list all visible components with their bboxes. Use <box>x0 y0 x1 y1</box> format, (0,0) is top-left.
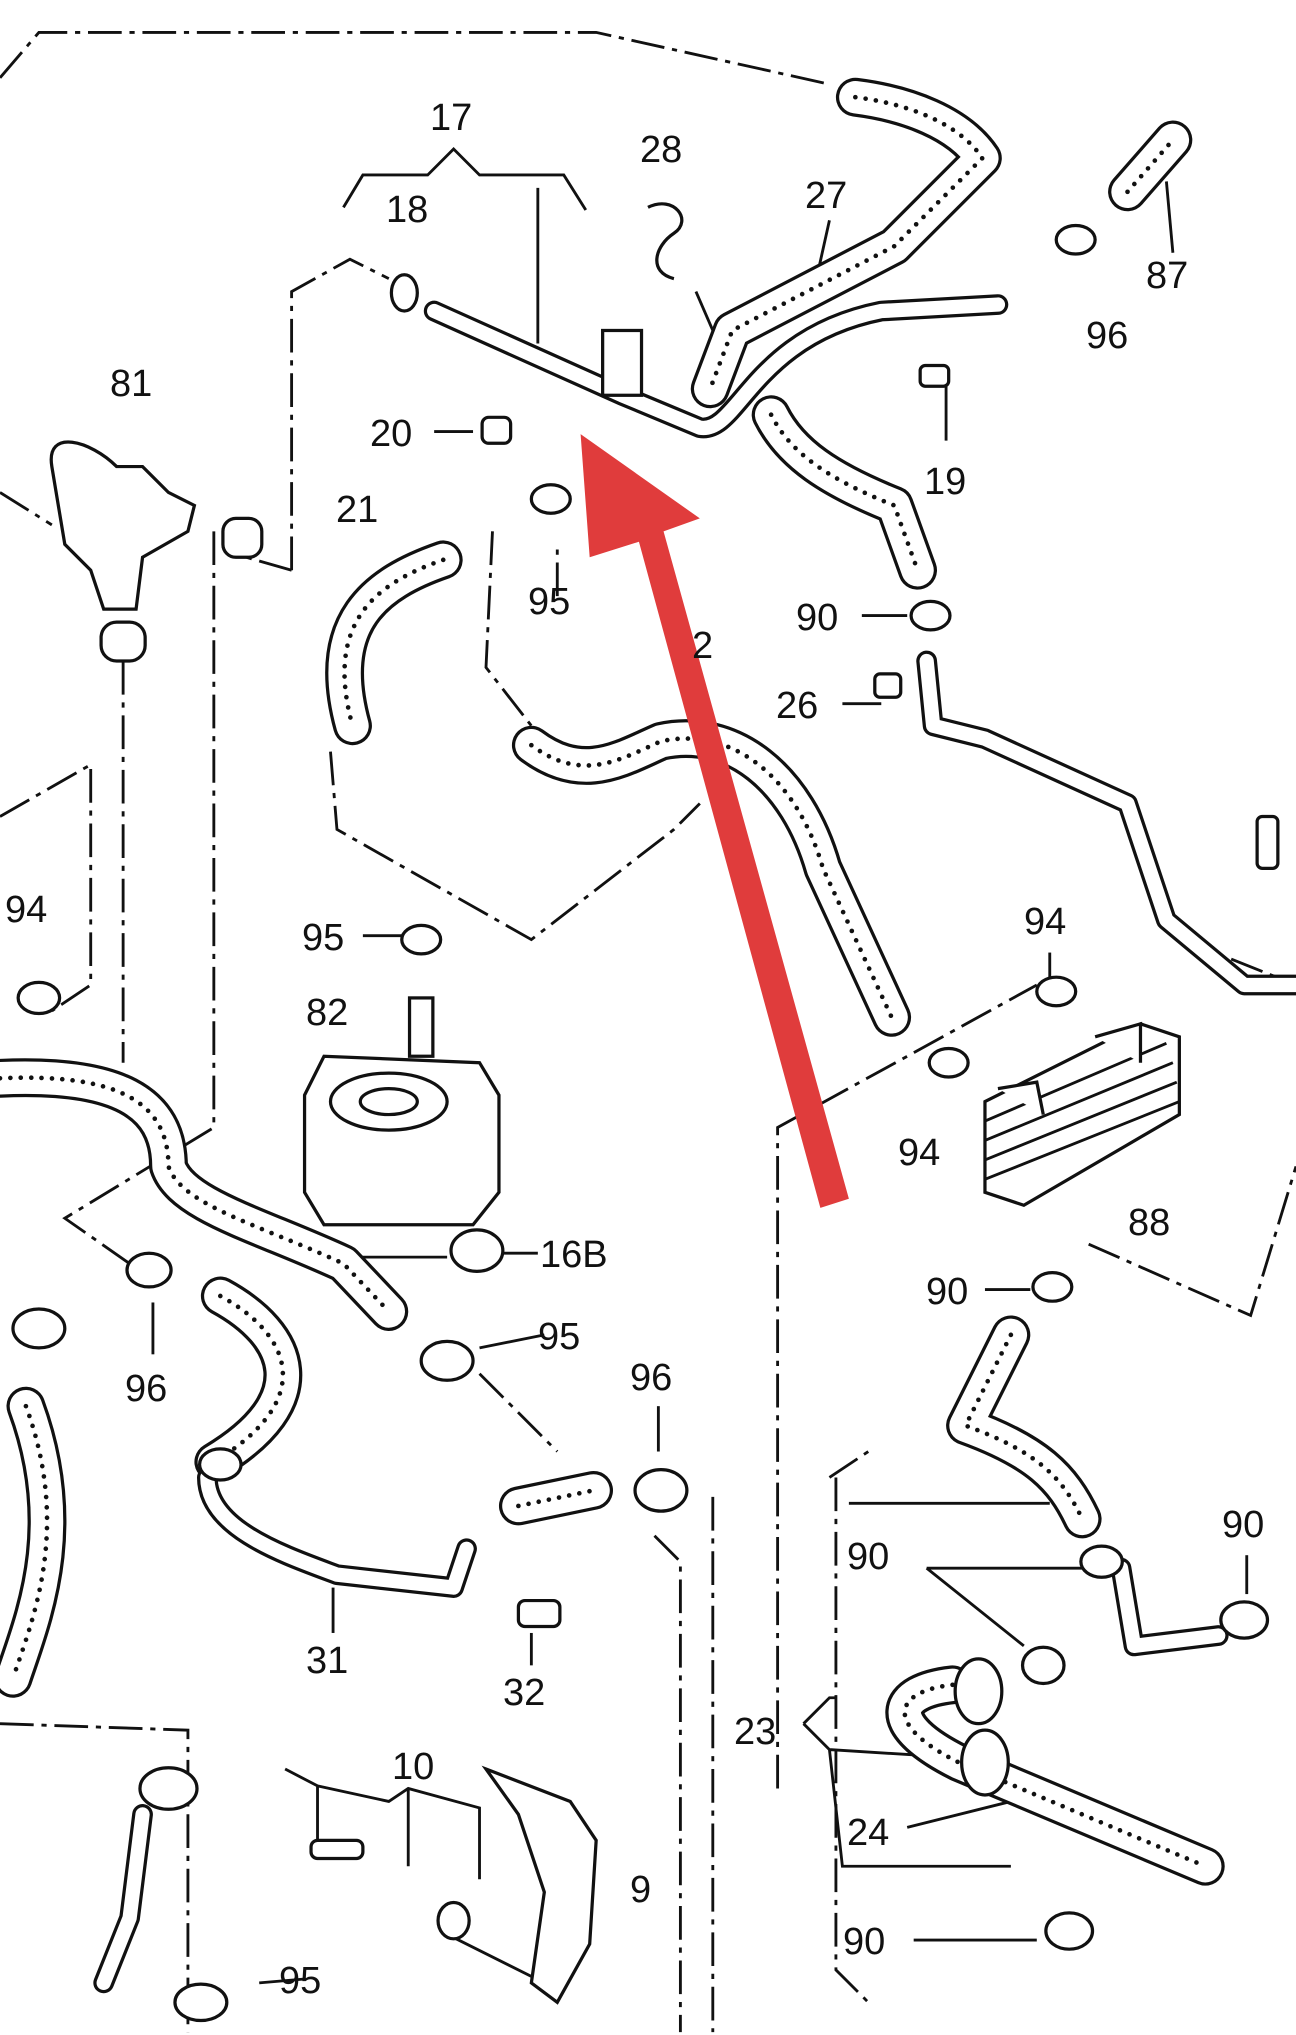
bolt-32 <box>516 1598 562 1629</box>
label-94: 94 <box>898 1132 940 1174</box>
label-10: 10 <box>392 1746 434 1788</box>
hose-24 <box>885 1665 1225 1886</box>
label-19: 19 <box>924 461 966 503</box>
bolt-19 <box>918 363 951 388</box>
bolt-right <box>1255 814 1280 870</box>
label-32: 32 <box>503 1672 545 1714</box>
leader-lines <box>151 147 1249 1985</box>
stub-81 <box>99 620 147 663</box>
label-26: 26 <box>776 685 818 727</box>
label-87: 87 <box>1146 255 1188 297</box>
label-95: 95 <box>302 917 344 959</box>
label-27: 27 <box>805 175 847 217</box>
part-labels: 17 18 28 27 87 96 81 20 19 21 95 90 2 26… <box>5 97 1264 2002</box>
label-16b: 16B <box>540 1234 608 1276</box>
dashed-leader-lines <box>0 30 1296 2033</box>
bushing-10 <box>436 1900 471 1941</box>
label-88: 88 <box>1128 1202 1170 1244</box>
clip-28 <box>647 202 684 281</box>
oil-cooler-88 <box>983 1021 1181 1208</box>
label-20: 20 <box>370 413 412 455</box>
hose-left-lower <box>0 1386 67 1698</box>
o-ring-18 <box>389 273 419 313</box>
bracket-9 <box>481 1765 598 2005</box>
label-28: 28 <box>640 129 682 171</box>
bolt-10 <box>309 1838 365 1861</box>
oil-filter-82 <box>302 996 501 1227</box>
label-95: 95 <box>528 581 570 623</box>
hose-clamps <box>11 223 1270 2023</box>
connector-24b <box>960 1728 1010 1797</box>
hose-upper-right <box>751 395 938 590</box>
label-90: 90 <box>847 1536 889 1578</box>
label-94: 94 <box>1024 901 1066 943</box>
label-23: 23 <box>734 1711 776 1753</box>
label-18: 18 <box>386 189 428 231</box>
valve-81 <box>49 440 197 611</box>
label-90: 90 <box>1222 1504 1264 1546</box>
label-21: 21 <box>336 489 378 531</box>
hose-90-right <box>946 1315 1102 1539</box>
red-arrow-pointer <box>580 434 849 1208</box>
label-82: 82 <box>306 992 348 1034</box>
hose-21 <box>325 540 463 746</box>
label-90: 90 <box>926 1271 968 1313</box>
label-90: 90 <box>843 1921 885 1963</box>
label-24: 24 <box>847 1812 889 1854</box>
label-17: 17 <box>430 97 472 139</box>
pipes <box>93 294 1296 1994</box>
hose-27 <box>690 77 1002 409</box>
bolt-20 <box>480 415 513 445</box>
parts <box>49 202 1280 2005</box>
label-94: 94 <box>5 889 47 931</box>
hose-87 <box>1108 120 1193 212</box>
hose-left-long <box>0 1058 409 1331</box>
label-9: 9 <box>630 1869 651 1911</box>
hoses <box>0 77 1225 1886</box>
bracket-17 <box>601 328 644 397</box>
label-31: 31 <box>306 1640 348 1682</box>
label-96: 96 <box>1086 315 1128 357</box>
label-95: 95 <box>538 1316 580 1358</box>
label-81: 81 <box>110 363 152 405</box>
label-95: 95 <box>279 1960 321 2002</box>
label-96: 96 <box>630 1357 672 1399</box>
hose-31-upper <box>194 1276 303 1482</box>
connector-24a <box>953 1657 1004 1726</box>
label-96: 96 <box>125 1368 167 1410</box>
connector-81 <box>221 516 264 559</box>
hose-mid <box>498 1470 614 1526</box>
bolt-26 <box>873 672 903 699</box>
label-90: 90 <box>796 597 838 639</box>
hose-2 <box>511 719 912 1037</box>
label-2: 2 <box>692 625 713 667</box>
